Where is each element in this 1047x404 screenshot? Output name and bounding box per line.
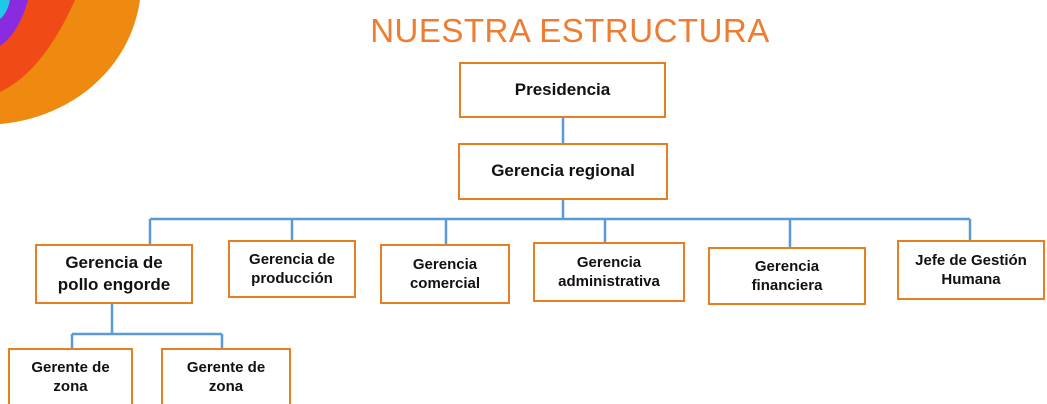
box-jefe-gestion-humana: Jefe de Gestión Humana	[897, 240, 1045, 300]
box-jefe-gestion-humana-label: Jefe de Gestión Humana	[915, 251, 1027, 289]
box-presidencia: Presidencia	[459, 62, 666, 118]
box-gerente-zona-2: Gerente de zona	[161, 348, 291, 404]
box-gerente-zona-1: Gerente de zona	[8, 348, 133, 404]
box-presidencia-label: Presidencia	[514, 79, 611, 99]
box-gerencia-pollo-engorde-label: Gerencia de pollo engorde	[57, 252, 171, 294]
box-gerencia-comercial-label: Gerencia comercial	[409, 255, 481, 293]
page-title: NUESTRA ESTRUCTURA	[370, 12, 770, 49]
deco-purple-shape	[0, 0, 28, 46]
box-gerencia-pollo-engorde: Gerencia de pollo engorde	[35, 244, 193, 304]
box-gerente-zona-2-label: Gerente de zona	[186, 358, 266, 396]
box-gerencia-administrativa-label: Gerencia administrativa	[558, 253, 660, 291]
box-gerencia-regional: Gerencia regional	[458, 143, 668, 200]
box-gerencia-financiera: Gerencia financiera	[708, 247, 866, 305]
box-gerencia-financiera-label: Gerencia financiera	[751, 257, 823, 295]
box-gerencia-produccion-label: Gerencia de producción	[249, 250, 335, 288]
box-gerente-zona-1-label: Gerente de zona	[31, 358, 110, 396]
box-gerencia-produccion: Gerencia de producción	[228, 240, 356, 298]
box-gerencia-comercial: Gerencia comercial	[380, 244, 510, 304]
box-gerencia-regional-label: Gerencia regional	[491, 161, 635, 181]
deco-cyan-shape	[0, 0, 10, 19]
corner-decoration	[0, 0, 140, 124]
box-gerencia-administrativa: Gerencia administrativa	[533, 242, 685, 302]
